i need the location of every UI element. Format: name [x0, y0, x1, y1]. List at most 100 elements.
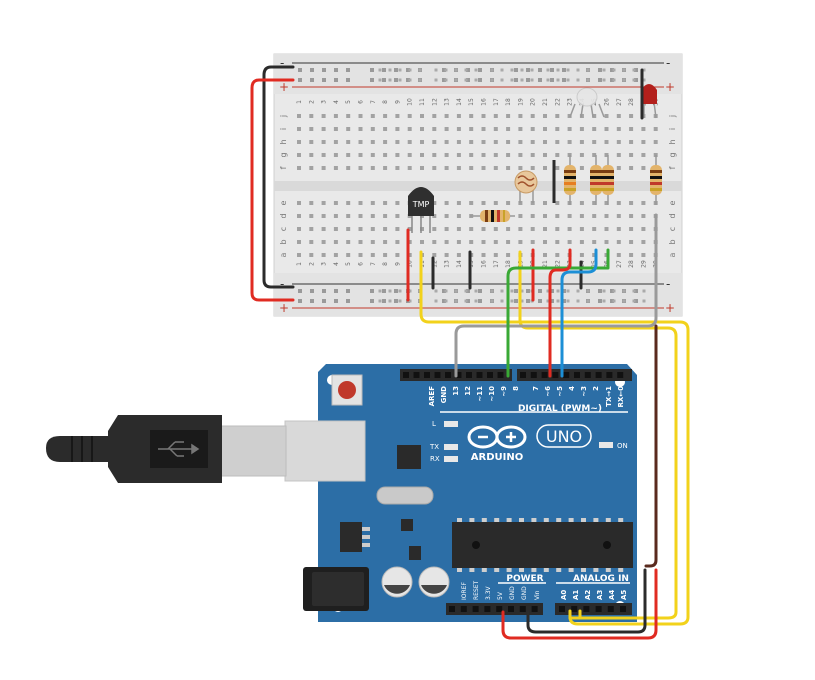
rail-minus-label: -: [280, 56, 284, 70]
rail-hole: [526, 78, 530, 82]
terminal-hole: [493, 227, 498, 231]
column-number: 16: [481, 260, 488, 268]
rail-hole: [642, 68, 646, 72]
temperature-sensor[interactable]: TMP: [408, 187, 434, 233]
terminal-hole: [395, 240, 400, 244]
terminal-hole: [543, 201, 547, 205]
terminal-hole: [469, 114, 474, 118]
row-letter: f: [668, 166, 677, 169]
row-letter: d: [279, 213, 288, 218]
terminal-hole: [506, 166, 511, 170]
rail-hole: [334, 78, 338, 82]
digital-pin-label: ~3: [580, 386, 588, 397]
rail-hole: [378, 78, 382, 82]
wires[interactable]: [250, 65, 690, 640]
rail-hole: [442, 299, 446, 303]
terminal-hole: [616, 114, 621, 118]
terminal-hole: [358, 227, 363, 231]
column-number: 3: [321, 100, 328, 104]
wire-red-5v: [501, 568, 658, 640]
terminal-hole: [555, 140, 560, 144]
terminal-hole: [309, 114, 314, 118]
terminal-hole: [592, 153, 597, 157]
terminal-hole: [358, 140, 363, 144]
terminal-hole: [530, 240, 535, 244]
terminal-hole: [592, 253, 597, 257]
terminal-hole: [579, 127, 584, 131]
terminal-hole: [370, 253, 375, 257]
terminal-hole: [383, 153, 388, 157]
terminal-hole: [616, 227, 621, 231]
terminal-hole: [641, 240, 646, 244]
terminal-hole: [297, 214, 301, 218]
rail-hole: [444, 289, 448, 293]
rail-hole: [398, 78, 402, 82]
rail-hole: [474, 68, 478, 72]
terminal-hole: [395, 114, 400, 118]
terminal-hole: [358, 127, 363, 131]
rail-minus-label-right: -: [666, 56, 670, 70]
rail-hole: [538, 68, 542, 72]
rail-hole: [464, 299, 468, 303]
terminal-hole: [456, 227, 461, 231]
terminal-hole: [309, 166, 314, 170]
power-pin-label: IOREF: [461, 582, 468, 600]
terminal-hole: [604, 127, 609, 131]
rail-hole: [550, 289, 554, 293]
row-letter: g: [279, 152, 288, 157]
rail-hole: [538, 289, 542, 293]
rail-hole: [634, 299, 638, 303]
led-on-indicator: [599, 442, 613, 448]
terminal-hole: [395, 153, 400, 157]
rail-hole: [346, 299, 350, 303]
terminal-hole: [543, 114, 547, 118]
terminal-hole: [592, 227, 597, 231]
resistors-vertical[interactable]: [564, 155, 662, 205]
rail-hole: [408, 289, 412, 293]
led-rx-indicator: [444, 456, 458, 462]
terminal-hole: [456, 240, 461, 244]
digital-pin-label: 12: [464, 386, 472, 396]
terminal-hole: [469, 240, 474, 244]
terminal-hole: [346, 201, 351, 205]
terminal-hole: [321, 114, 326, 118]
row-letter: h: [279, 139, 288, 144]
rail-hole: [442, 68, 446, 72]
terminal-hole: [358, 214, 363, 218]
resistor-horizontal[interactable]: [470, 210, 515, 222]
rail-minus-label-bottom: -: [280, 277, 284, 291]
terminal-hole: [407, 127, 412, 131]
column-number: 10: [407, 98, 414, 106]
row-letter: b: [668, 239, 677, 244]
terminal-hole: [309, 214, 314, 218]
rail-hole: [454, 68, 458, 72]
terminal-hole: [567, 127, 572, 131]
wire-gray-led: [454, 213, 658, 378]
terminal-hole: [604, 227, 609, 231]
red-led[interactable]: [641, 84, 657, 119]
power-header[interactable]: [446, 603, 543, 615]
rail-hole: [622, 68, 626, 72]
column-number: 13: [444, 260, 451, 268]
column-number: 22: [554, 260, 561, 268]
terminal-hole: [506, 240, 511, 244]
rgb-led[interactable]: [569, 87, 605, 118]
photoresistor[interactable]: [514, 170, 538, 203]
rail-hole: [490, 78, 494, 82]
terminal-hole: [370, 240, 375, 244]
rail-minus-label-bottom-right: -: [666, 277, 670, 291]
rail-hole: [546, 78, 550, 82]
rail-hole: [322, 299, 326, 303]
terminal-hole: [543, 227, 547, 231]
usb-cable[interactable]: [46, 415, 366, 483]
rail-hole: [612, 78, 616, 82]
rail-hole: [520, 68, 524, 72]
rail-hole: [464, 289, 468, 293]
rail-hole: [598, 299, 602, 303]
rail-hole: [550, 68, 554, 72]
rail-hole: [464, 68, 468, 72]
terminal-hole: [395, 140, 400, 144]
terminal-hole: [616, 153, 621, 157]
